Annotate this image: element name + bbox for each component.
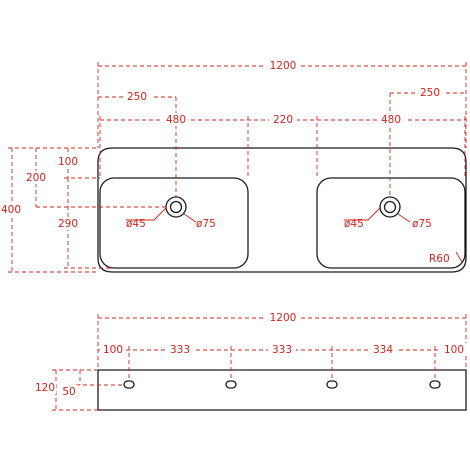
dim-drain-offset-right: 250 (420, 87, 440, 99)
label-bg (377, 113, 405, 126)
label-bg (266, 311, 300, 324)
label-bg (24, 171, 48, 184)
dim-bowl-top-margin: 100 (58, 156, 78, 168)
basin-outline (97, 147, 467, 273)
dim-drain-from-back: 200 (26, 172, 46, 184)
label-bg (0, 203, 24, 216)
label-bg (166, 343, 194, 356)
dim-bowl-depth: 290 (58, 218, 78, 230)
label-bg (56, 155, 80, 168)
label-bg (416, 86, 444, 99)
label-drain-hole-left: ø45 (126, 218, 146, 230)
label-bg (123, 90, 151, 103)
dim-segment-2: 333 (170, 344, 190, 356)
dim-segment-4: 334 (373, 344, 393, 356)
leader-corner-radius (455, 251, 463, 263)
dim-slot-height: 50 (62, 386, 75, 398)
front-slab-outline (97, 369, 467, 411)
dim-bowl-width-right: 480 (381, 114, 401, 126)
overflow-slot-1 (123, 380, 135, 389)
label-drain-ring-right: ø75 (412, 218, 432, 230)
leader-drain-ring-right (397, 213, 411, 223)
label-bg (60, 385, 78, 398)
dim-drain-offset-left: 250 (127, 91, 147, 103)
leader-drain-ring-left (183, 213, 197, 223)
overflow-slot-3 (326, 380, 338, 389)
label-bg (266, 59, 300, 72)
label-corner-radius: R60 (429, 253, 450, 265)
dim-front-height: 120 (35, 382, 55, 394)
label-bg (440, 343, 468, 356)
overflow-slot-2 (225, 380, 237, 389)
dim-front-width: 1200 (270, 312, 297, 324)
dim-bowl-gap: 220 (273, 114, 293, 126)
leader-drain-hole-left (126, 207, 167, 221)
label-bg (100, 343, 126, 356)
right-bowl (316, 177, 466, 269)
label-bg (162, 113, 190, 126)
dim-bowl-width-left: 480 (166, 114, 186, 126)
left-bowl (99, 177, 249, 269)
label-drain-ring-left: ø75 (196, 218, 216, 230)
label-bg (56, 217, 80, 230)
left-drain-hole (169, 200, 183, 214)
front-view: 1200 100 333 333 334 100 120 50 (34, 311, 468, 411)
dim-segment-1: 100 (103, 344, 123, 356)
leader-drain-hole-right (344, 207, 381, 221)
label-bg (268, 343, 296, 356)
top-view: 1200 250 250 480 220 480 400 200 (0, 59, 467, 273)
overflow-slot-4 (429, 380, 441, 389)
label-drain-hole-right: ø45 (344, 218, 364, 230)
label-bg (269, 113, 297, 126)
right-drain-hole (383, 200, 397, 214)
label-bg (34, 381, 56, 394)
dim-overall-width: 1200 (270, 60, 297, 72)
label-bg (369, 343, 397, 356)
dim-segment-3: 333 (272, 344, 292, 356)
dim-depth: 400 (1, 204, 21, 216)
dim-segment-5: 100 (444, 344, 464, 356)
